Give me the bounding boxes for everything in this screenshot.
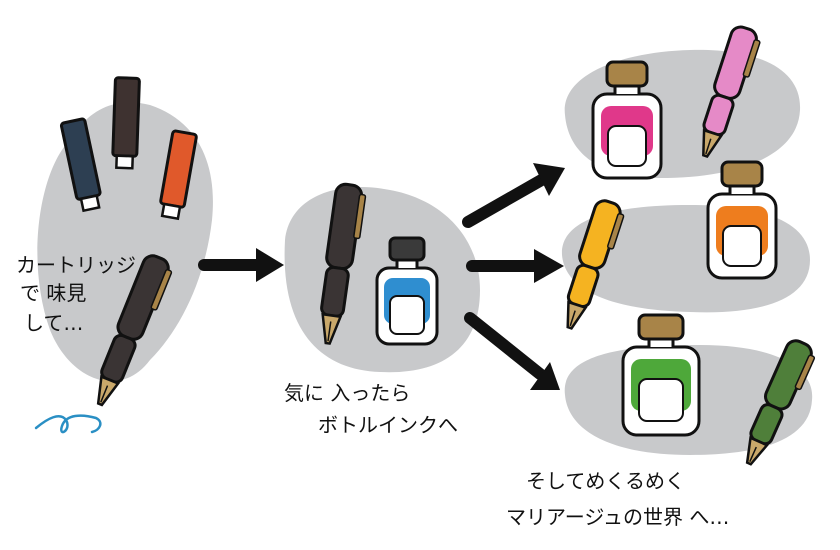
stage3-label-line2: マリアージュの世界 へ… [506,505,729,529]
fountain-pen-yellow [566,199,625,330]
ink-bottle-pink [591,60,663,180]
stage2-label-line2: ボトルインクへ [318,413,458,437]
stage1-label-line3: して… [24,311,83,335]
cartridge-orange [159,129,198,221]
arrow-stage1-to-stage2 [198,248,284,282]
ink-bottle-blue [375,236,439,346]
arrow-to-orange [466,249,564,283]
fountain-pen-dark-stage2 [320,182,367,345]
stage1-label-line1: カートリッジ [16,253,136,277]
fountain-pen-pink [702,25,761,158]
ink-bottle-green [621,313,701,437]
arrow-to-pink [462,163,565,228]
stage2-label-line1: 気に 入ったら [284,381,410,405]
cartridge-navy [59,117,102,213]
stage1-label-line2: で 味見 [20,281,86,305]
ink-scribble [34,414,102,434]
arrow-to-green [464,312,560,390]
fountain-pen-green [745,339,816,466]
stage3-label-line1: そしてめくるめく [526,469,685,493]
cartridge-brown [111,76,141,170]
fountain-pen-dark-stage1 [96,254,173,407]
ink-bottle-orange [706,160,778,280]
